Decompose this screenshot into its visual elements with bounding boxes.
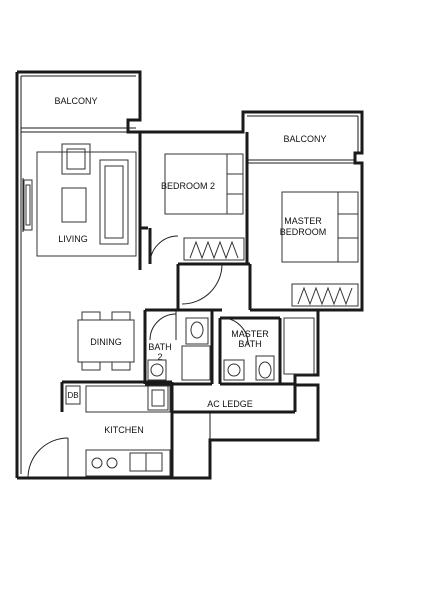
bedroom2-furniture bbox=[164, 153, 245, 261]
db-label: DB bbox=[67, 391, 78, 400]
bath2-label-2: 2 bbox=[157, 352, 162, 362]
living-label: LIVING bbox=[58, 234, 88, 244]
kitchen-label: KITCHEN bbox=[104, 425, 144, 435]
dining-label: DINING bbox=[90, 337, 122, 347]
master-bedroom-label-1: MASTER bbox=[284, 216, 322, 226]
doors bbox=[22, 178, 249, 479]
master-bath-label-2: BATH bbox=[238, 339, 261, 349]
master-bedroom-label-2: BEDROOM bbox=[280, 227, 327, 237]
bath2-label-1: BATH bbox=[148, 342, 171, 352]
room-labels: BALCONY BALCONY BEDROOM 2 MASTER BEDROOM… bbox=[54, 96, 326, 435]
internal-walls bbox=[60, 132, 362, 478]
bedroom2-label: BEDROOM 2 bbox=[161, 181, 215, 191]
master-bedroom-furniture bbox=[281, 191, 359, 307]
ac-ledge-label: AC LEDGE bbox=[207, 399, 253, 409]
kitchen-fixtures bbox=[65, 385, 171, 477]
outer-walls bbox=[15, 70, 364, 480]
master-bath-label-1: MASTER bbox=[231, 329, 269, 339]
balcony-left-label: BALCONY bbox=[54, 96, 97, 106]
bath-fixtures bbox=[147, 317, 315, 381]
dining-furniture bbox=[77, 311, 135, 371]
living-furniture bbox=[23, 143, 137, 257]
balcony-right-label: BALCONY bbox=[283, 134, 326, 144]
